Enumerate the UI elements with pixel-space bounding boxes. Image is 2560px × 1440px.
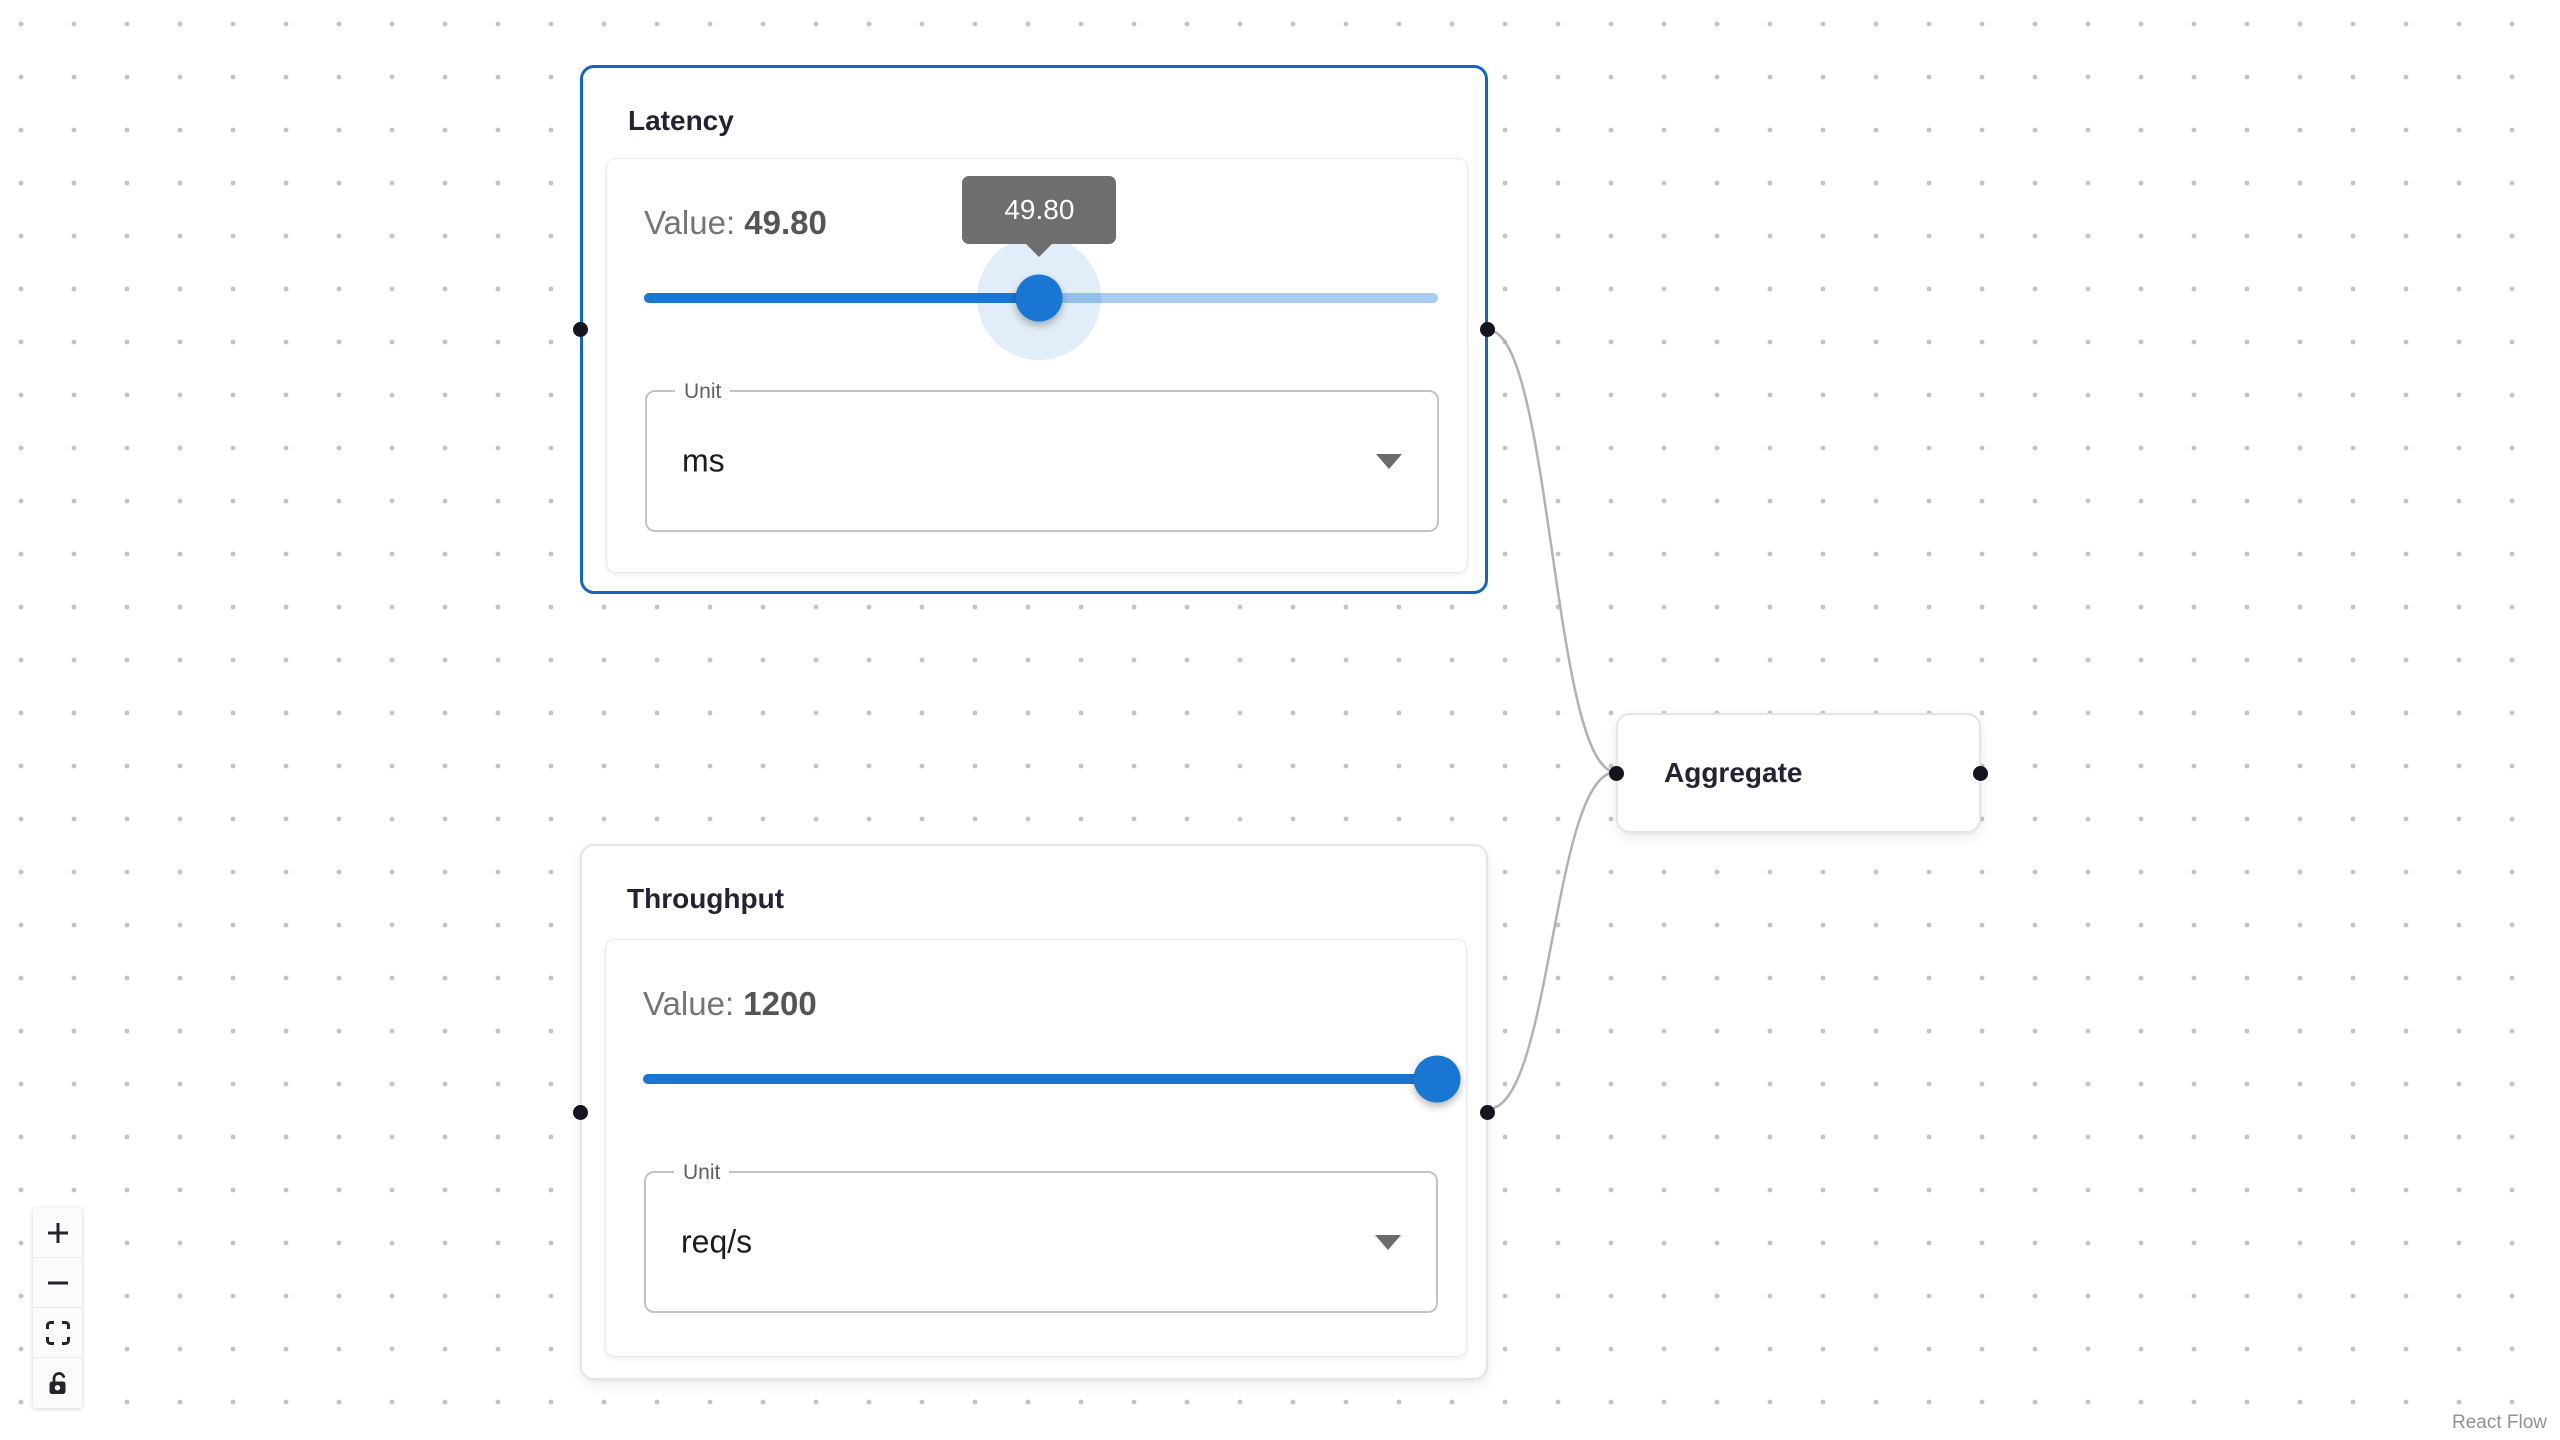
- throughput-slider[interactable]: [643, 1055, 1461, 1103]
- latency-unit-select[interactable]: Unit ms: [645, 378, 1439, 532]
- react-flow-attribution[interactable]: React Flow: [2451, 1412, 2547, 1433]
- value-number: 49.80: [744, 204, 827, 241]
- value-label: Value:: [643, 985, 735, 1022]
- throughput-source-handle[interactable]: [1480, 1104, 1495, 1120]
- zoom-out-button[interactable]: [33, 1258, 82, 1308]
- unit-select-value: ms: [682, 442, 725, 479]
- aggregate-target-handle[interactable]: [1609, 765, 1624, 781]
- minus-icon: [47, 1281, 68, 1284]
- unlock-icon: [49, 1372, 65, 1394]
- interactivity-button[interactable]: [33, 1358, 82, 1408]
- unit-select-label: Unit: [675, 378, 731, 406]
- node-throughput[interactable]: Throughput Value: 1200 Unit req/s: [573, 844, 1495, 1380]
- throughput-card: Value: 1200 Unit req/s: [605, 939, 1467, 1357]
- zoom-in-button[interactable]: [33, 1208, 82, 1258]
- fit-view-button[interactable]: [33, 1308, 82, 1358]
- plus-icon: [47, 1222, 68, 1243]
- chevron-down-icon: [1375, 1235, 1401, 1250]
- chevron-down-icon: [1376, 454, 1402, 469]
- throughput-value-row: Value: 1200: [643, 984, 817, 1024]
- node-aggregate[interactable]: Aggregate: [1609, 713, 1988, 833]
- unit-select-value: req/s: [681, 1223, 753, 1260]
- throughput-unit-select[interactable]: Unit req/s: [644, 1159, 1438, 1313]
- slider-thumb[interactable]: [1413, 1055, 1461, 1103]
- slider-track-fill[interactable]: [644, 293, 1040, 303]
- node-latency[interactable]: Latency Value: 49.80 49.80 Unit ms: [573, 65, 1495, 594]
- latency-value-row: Value: 49.80: [644, 203, 827, 243]
- throughput-target-handle[interactable]: [573, 1104, 588, 1120]
- flow-controls: [33, 1208, 82, 1408]
- latency-source-handle[interactable]: [1480, 322, 1495, 337]
- unit-select-label: Unit: [674, 1159, 730, 1187]
- latency-target-handle[interactable]: [573, 322, 588, 337]
- fit-view-icon: [45, 1320, 70, 1345]
- value-number: 1200: [743, 985, 817, 1022]
- latency-slider[interactable]: 49.80: [644, 176, 1438, 360]
- aggregate-source-handle[interactable]: [1973, 765, 1988, 781]
- node-title: Throughput: [627, 883, 785, 914]
- value-label: Value:: [644, 204, 736, 241]
- slider-thumb[interactable]: [1015, 274, 1063, 322]
- slider-value-tooltip: 49.80: [962, 176, 1117, 244]
- node-title: Aggregate: [1664, 757, 1803, 788]
- latency-card: Value: 49.80 49.80 Unit ms: [606, 158, 1468, 573]
- node-title: Latency: [628, 105, 734, 136]
- slider-track-fill[interactable]: [643, 1074, 1437, 1084]
